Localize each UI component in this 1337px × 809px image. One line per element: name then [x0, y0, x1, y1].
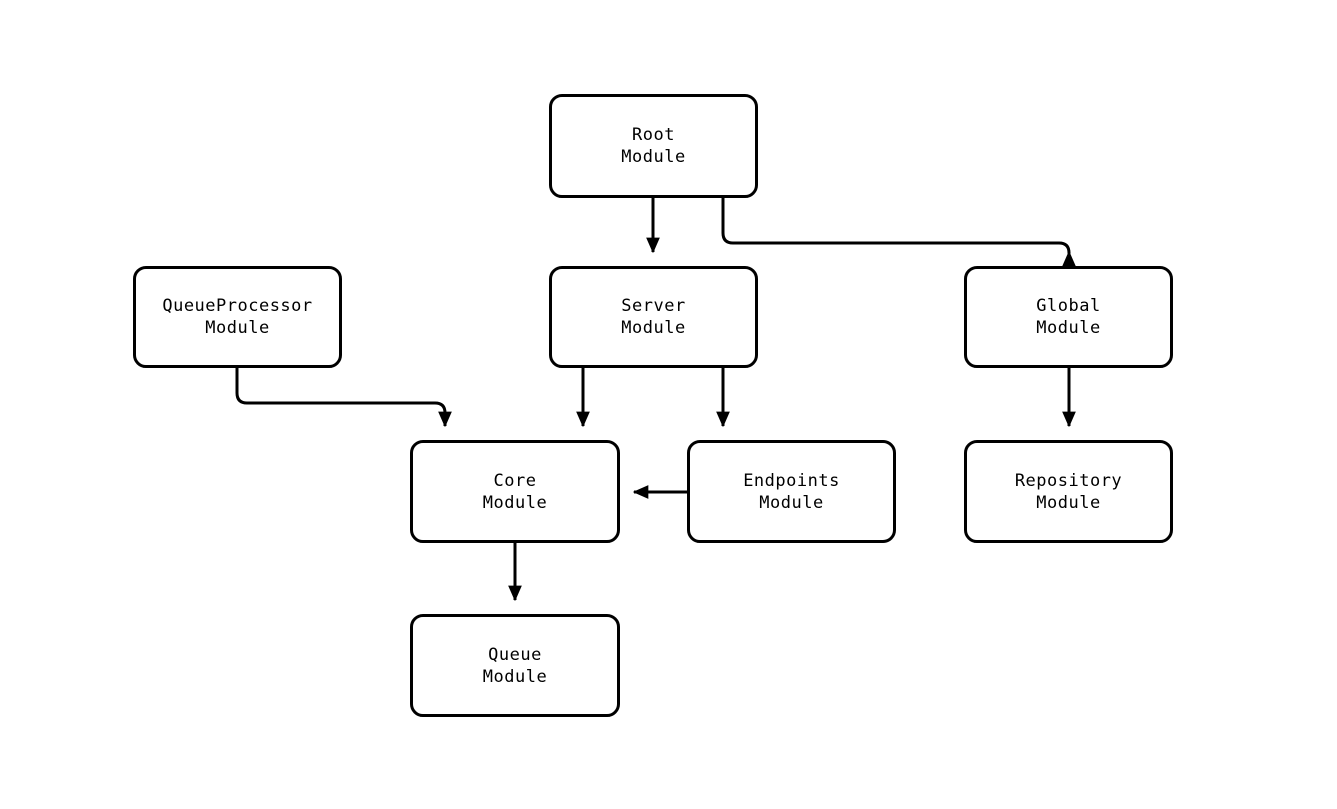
node-queueprocessor-label: QueueProcessor Module: [162, 296, 313, 338]
node-endpoints-label: Endpoints Module: [743, 470, 840, 513]
node-endpoints[interactable]: Endpoints Module: [687, 440, 896, 543]
node-repository[interactable]: Repository Module: [964, 440, 1173, 543]
node-queue-label: Queue Module: [482, 644, 548, 687]
node-core[interactable]: Core Module: [410, 440, 620, 543]
node-global[interactable]: Global Module: [964, 266, 1173, 368]
node-core-label: Core Module: [482, 470, 548, 513]
node-queue[interactable]: Queue Module: [410, 614, 620, 717]
edge-queueprocessor-core: [235, 368, 452, 428]
node-server[interactable]: Server Module: [549, 266, 758, 368]
edge-root-global: [721, 198, 1076, 267]
node-server-label: Server Module: [621, 296, 686, 338]
node-queueprocessor[interactable]: QueueProcessor Module: [133, 266, 342, 368]
node-repository-label: Repository Module: [1014, 470, 1123, 513]
node-root[interactable]: Root Module: [549, 94, 758, 198]
node-global-label: Global Module: [1036, 296, 1101, 338]
node-root-label: Root Module: [621, 125, 686, 167]
